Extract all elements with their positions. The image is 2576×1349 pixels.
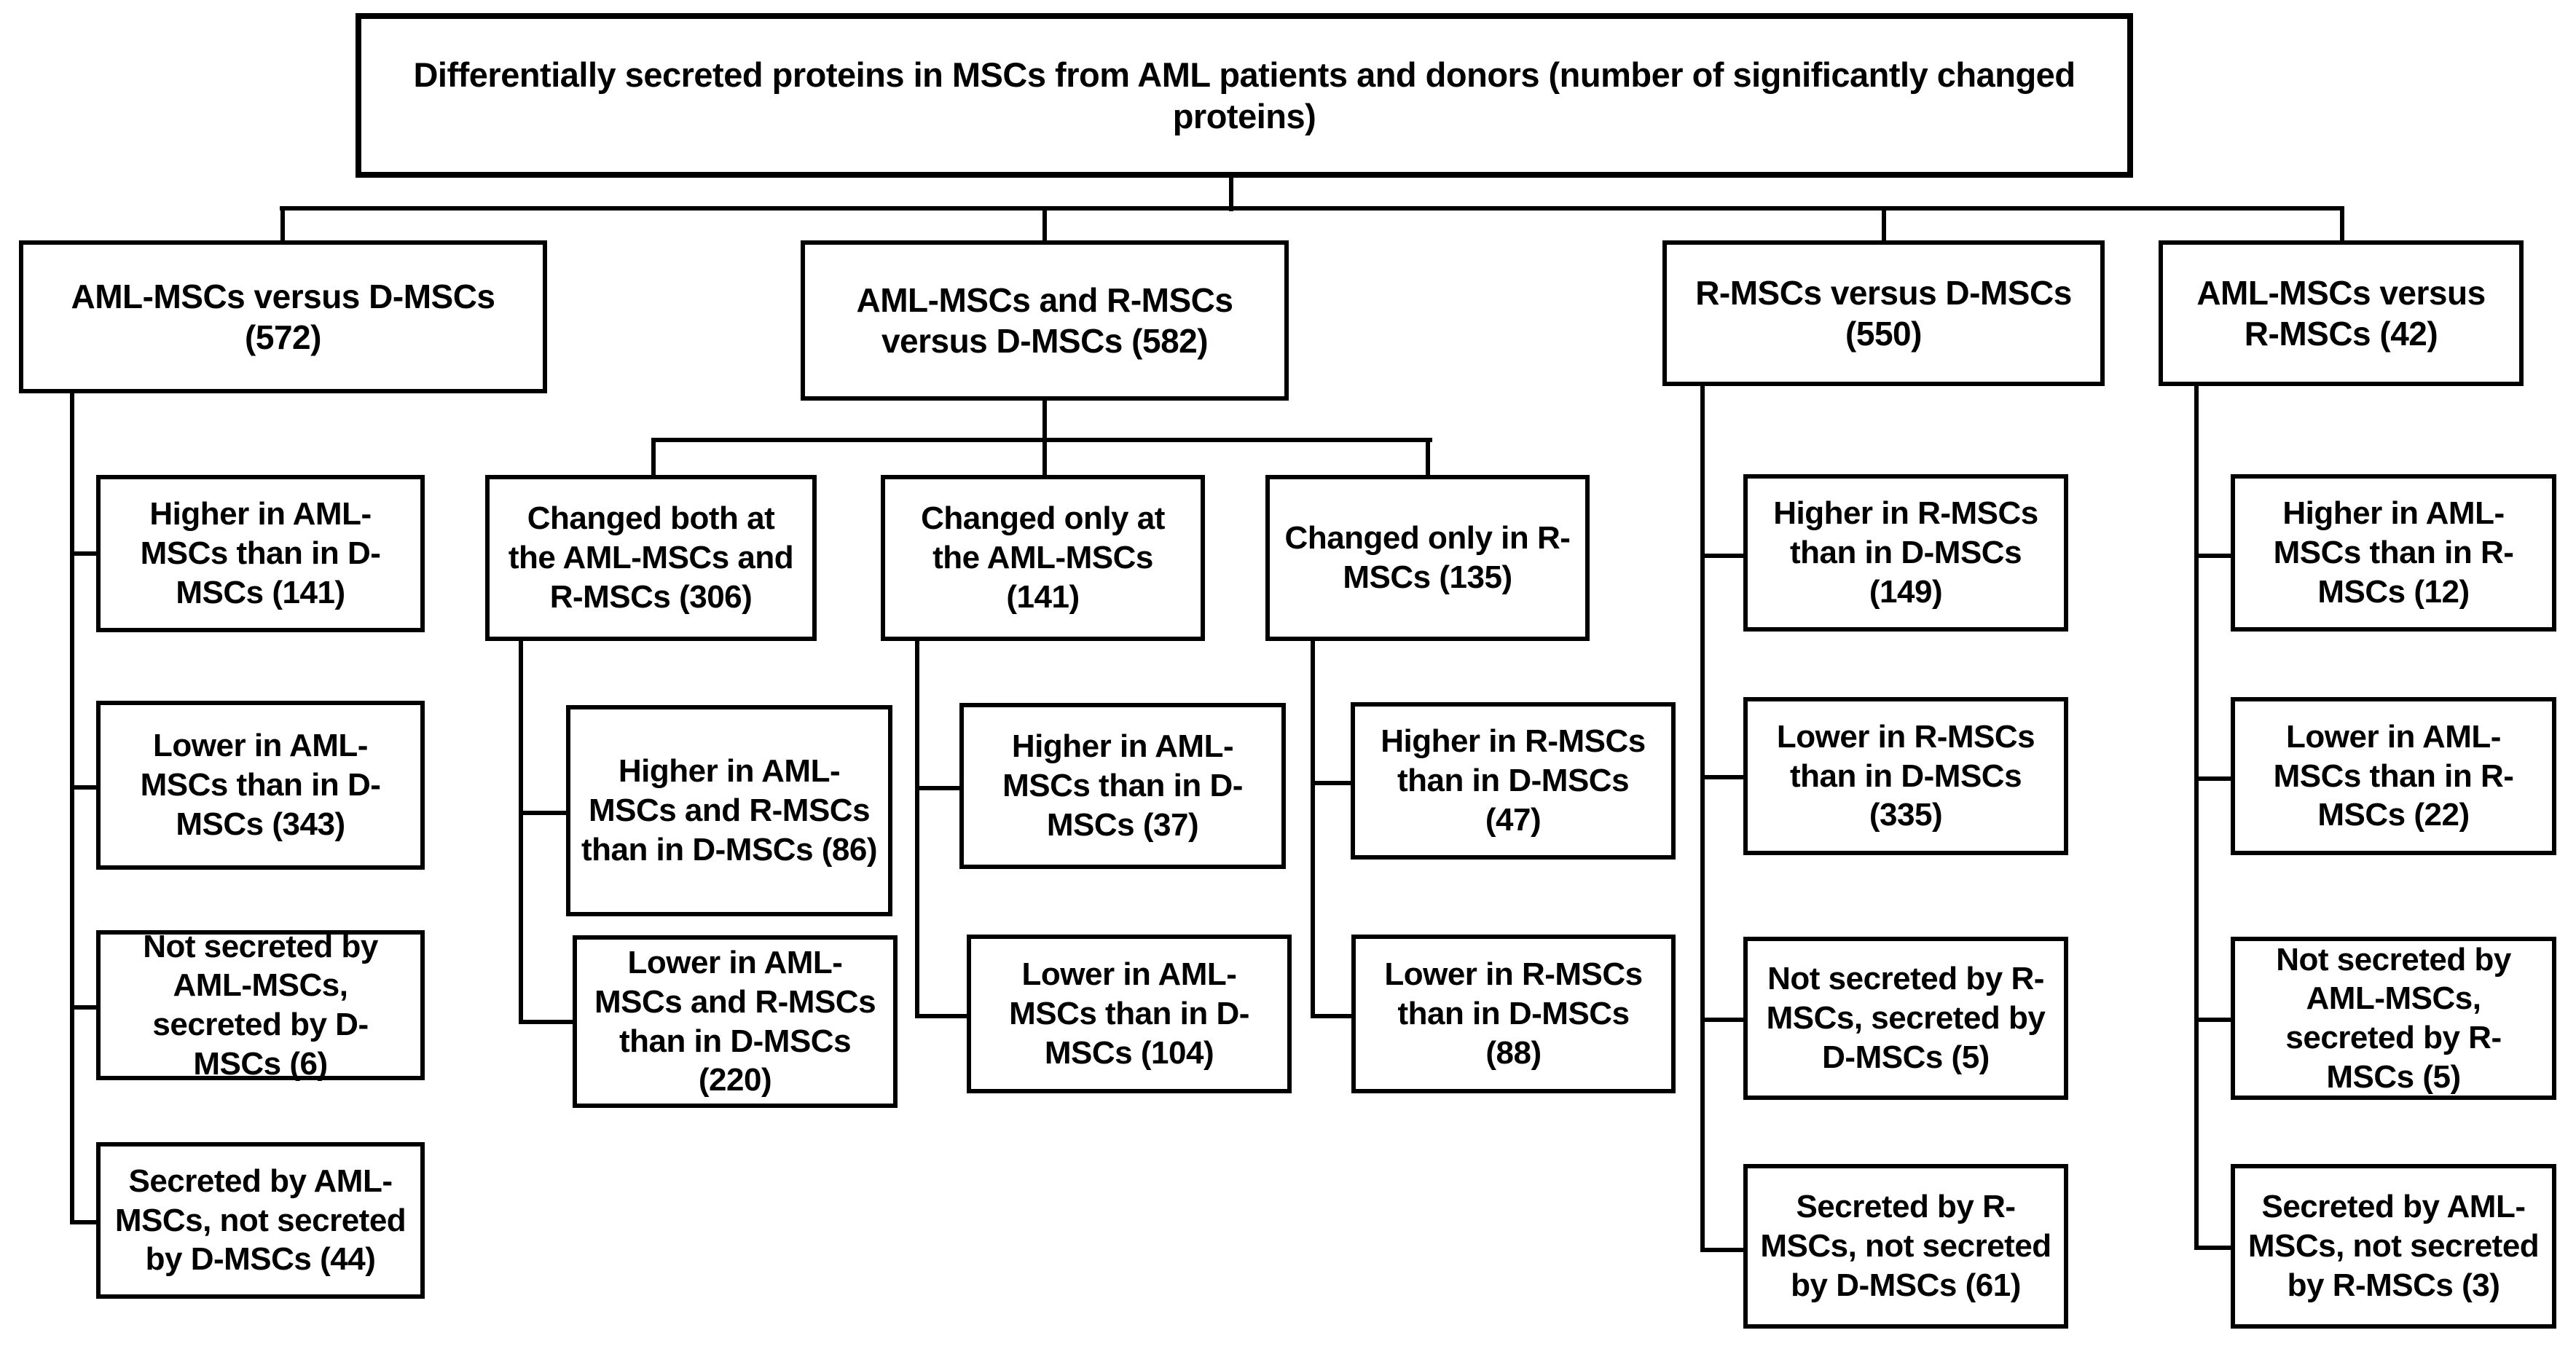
connector-top-rail <box>280 206 2344 211</box>
node-r-vs-d: R-MSCs versus D-MSCs (550) <box>1662 240 2105 386</box>
connector-col3-branch <box>1700 1248 1743 1252</box>
connector-col4-branch <box>2194 1246 2231 1250</box>
connector-col3-branch <box>1700 1018 1743 1022</box>
node-only-aml-lower: Lower in AML-MSCs than in D-MSCs (104) <box>967 935 1292 1093</box>
node-only-r-lower: Lower in R-MSCs than in D-MSCs (88) <box>1351 935 1676 1093</box>
node-aml-r-secreted: Secreted by AML-MSCs, not secreted by R-… <box>2231 1164 2556 1329</box>
node-aml-d-lower: Lower in AML-MSCs than in D-MSCs (343) <box>96 701 425 870</box>
node-aml-r-vs-d: AML-MSCs and R-MSCs versus D-MSCs (582) <box>801 240 1289 401</box>
node-both-higher: Higher in AML-MSCs and R-MSCs than in D-… <box>566 705 892 916</box>
node-aml-d-higher: Higher in AML-MSCs than in D-MSCs (141) <box>96 475 425 632</box>
connector-subgroup2-stub <box>1042 438 1047 475</box>
connector-subgroup3-stub <box>1426 438 1430 475</box>
connector-subgroup1-branch <box>519 1020 573 1024</box>
connector-title-stub <box>1229 178 1233 211</box>
connector-col3-branch <box>1700 554 1743 558</box>
node-only-r-higher: Higher in R-MSCs than in D-MSCs (47) <box>1351 702 1676 860</box>
node-aml-vs-d: AML-MSCs versus D-MSCs (572) <box>19 240 547 393</box>
node-both-lower: Lower in AML-MSCs and R-MSCs than in D-M… <box>573 935 898 1108</box>
connector-subgroup1-stub <box>651 438 656 475</box>
connector-col1-branch <box>70 551 99 556</box>
node-changed-only-r: Changed only in R-MSCs (135) <box>1265 475 1590 641</box>
connector-subgroup2-rail <box>915 641 919 1018</box>
node-changed-only-aml: Changed only at the AML-MSCs (141) <box>881 475 1205 641</box>
connector-col1-branch <box>70 1005 99 1010</box>
connector-col3-rail <box>1700 386 1705 1252</box>
connector-subgroup2-branch <box>915 786 959 790</box>
node-changed-both: Changed both at the AML-MSCs and R-MSCs … <box>485 475 817 641</box>
node-aml-r-higher: Higher in AML-MSCs than in R-MSCs (12) <box>2231 474 2556 632</box>
connector-subgroup1-rail <box>519 641 523 1024</box>
connector-col3-branch <box>1700 775 1743 779</box>
node-aml-d-secreted: Secreted by AML-MSCs, not secreted by D-… <box>96 1142 425 1299</box>
connector-col4-rail <box>2194 386 2199 1250</box>
connector-col2-stub <box>1042 206 1047 240</box>
connector-subgroup3-branch <box>1311 781 1351 785</box>
node-title: Differentially secreted proteins in MSCs… <box>356 13 2133 178</box>
node-r-d-higher: Higher in R-MSCs than in D-MSCs (149) <box>1743 474 2068 632</box>
node-r-d-not-secreted: Not secreted by R-MSCs, secreted by D-MS… <box>1743 937 2068 1100</box>
connector-col2-header-stub <box>1042 401 1047 442</box>
connector-col3-stub <box>1882 206 1886 240</box>
node-aml-vs-r: AML-MSCs versus R-MSCs (42) <box>2159 240 2524 386</box>
connector-col4-branch <box>2194 554 2231 558</box>
node-r-d-secreted: Secreted by R-MSCs, not secreted by D-MS… <box>1743 1164 2068 1329</box>
node-aml-r-not-secreted: Not secreted by AML-MSCs, secreted by R-… <box>2231 937 2556 1100</box>
connector-subgroup3-branch <box>1311 1014 1351 1018</box>
connector-col2-rail <box>651 438 1432 442</box>
node-aml-r-lower: Lower in AML-MSCs than in R-MSCs (22) <box>2231 697 2556 855</box>
connector-subgroup1-branch <box>519 811 566 815</box>
connector-subgroup2-branch <box>915 1014 967 1018</box>
connector-col1-stub <box>280 206 285 240</box>
node-r-d-lower: Lower in R-MSCs than in D-MSCs (335) <box>1743 697 2068 855</box>
connector-col1-branch <box>70 785 99 790</box>
node-only-aml-higher: Higher in AML-MSCs than in D-MSCs (37) <box>959 703 1286 869</box>
connector-subgroup3-rail <box>1311 641 1315 1018</box>
node-aml-d-not-secreted: Not secreted by AML-MSCs, secreted by D-… <box>96 929 425 1082</box>
connector-col1-branch <box>70 1220 99 1224</box>
connector-col4-branch <box>2194 776 2231 781</box>
connector-col4-stub <box>2340 206 2344 240</box>
connector-col4-branch <box>2194 1018 2231 1022</box>
connector-col1-rail <box>70 393 74 1224</box>
